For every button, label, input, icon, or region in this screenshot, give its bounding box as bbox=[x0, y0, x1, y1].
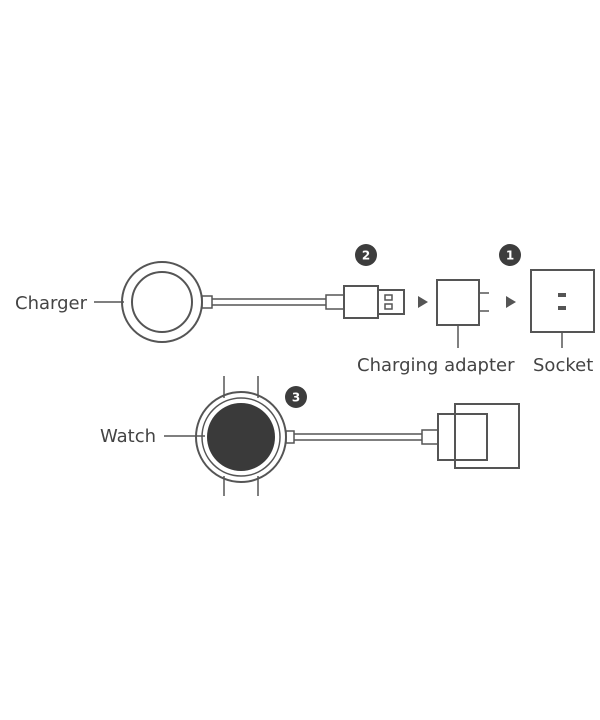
usb-plug bbox=[343, 285, 405, 319]
step-badge-1: 1 bbox=[499, 244, 521, 266]
charging-adapter-label: Charging adapter bbox=[357, 355, 515, 376]
arrow-icon bbox=[418, 296, 428, 308]
charger-puck bbox=[121, 261, 213, 343]
watch-body bbox=[195, 391, 295, 483]
svg-text:2: 2 bbox=[362, 249, 370, 263]
watch-face bbox=[207, 403, 275, 471]
wall-socket bbox=[530, 269, 595, 333]
arrow-icon bbox=[506, 296, 516, 308]
charger-label: Charger bbox=[15, 293, 88, 314]
watch-cable bbox=[294, 429, 439, 445]
svg-text:3: 3 bbox=[292, 391, 300, 405]
svg-text:1: 1 bbox=[506, 249, 514, 263]
charger-cable bbox=[212, 294, 345, 310]
watch-label: Watch bbox=[100, 426, 156, 447]
step-badge-3: 3 bbox=[285, 386, 307, 408]
step-badge-2: 2 bbox=[355, 244, 377, 266]
charging-adapter bbox=[436, 279, 489, 326]
plugged-adapter bbox=[437, 403, 520, 469]
socket-label: Socket bbox=[533, 355, 593, 376]
